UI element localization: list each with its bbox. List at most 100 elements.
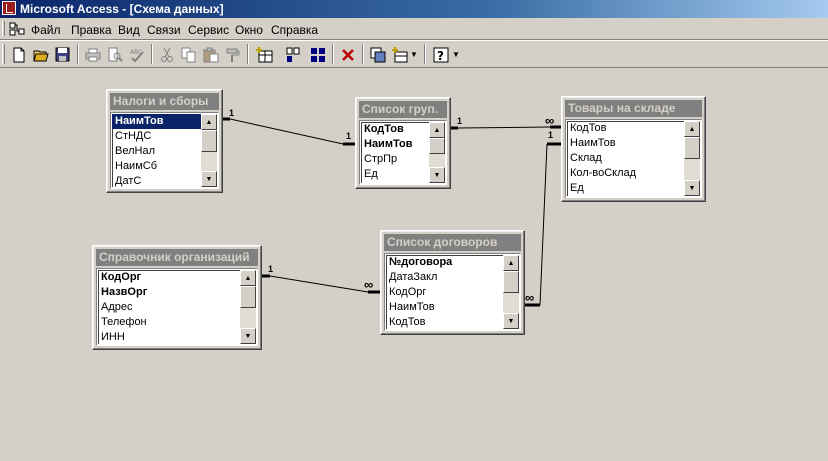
office-links-icon[interactable] [367, 44, 388, 65]
cardinality-label: ∞ [525, 290, 535, 305]
table-field[interactable]: Адрес [101, 301, 133, 313]
scroll-down-icon[interactable]: ▼ [201, 171, 217, 187]
table-title[interactable]: Товары на складе [565, 100, 702, 117]
save-icon[interactable] [52, 44, 73, 65]
help-dropdown-icon[interactable]: ▼ [452, 50, 460, 59]
format-painter-icon[interactable] [222, 44, 243, 65]
svg-text:?: ? [437, 49, 444, 63]
svg-text:ABC: ABC [130, 49, 142, 56]
table-field[interactable]: Кол-воСклад [570, 167, 637, 179]
scroll-thumb[interactable] [684, 137, 700, 159]
title-bar: Microsoft Access - [Схема данных] [0, 0, 828, 18]
table-field[interactable]: ИНН [101, 331, 125, 343]
access-icon[interactable] [2, 1, 16, 15]
show-direct-icon[interactable] [282, 44, 303, 65]
new-object-dropdown-icon[interactable]: ▼ [410, 50, 418, 59]
table-field[interactable]: №договора [389, 256, 453, 268]
menu-tools[interactable]: Сервис [188, 23, 230, 37]
table-field[interactable]: СтрПр [364, 153, 398, 165]
vertical-scrollbar[interactable]: ▲ ▼ [684, 121, 700, 196]
scroll-down-icon[interactable]: ▼ [684, 180, 700, 196]
table-field[interactable]: ДатаЗакл [389, 271, 438, 283]
print-icon[interactable] [82, 44, 103, 65]
show-table-icon[interactable] [254, 44, 275, 65]
table-field[interactable]: КодОрг [389, 286, 427, 298]
table-title[interactable]: Налоги и сборы [110, 93, 219, 110]
scroll-up-icon[interactable]: ▲ [240, 270, 256, 286]
table-title[interactable]: Список договоров [384, 234, 521, 251]
table-field[interactable]: КодОрг [101, 271, 142, 283]
table-field[interactable]: ВелНал [115, 145, 155, 157]
vertical-scrollbar[interactable]: ▲ ▼ [201, 114, 217, 187]
vertical-scrollbar[interactable]: ▲ ▼ [240, 270, 256, 344]
table-field[interactable]: Телефон [101, 316, 147, 328]
vertical-scrollbar[interactable]: ▲ ▼ [429, 122, 445, 183]
toolbar: ABC ▼ ? ▼ [0, 40, 828, 68]
toolbar-grip[interactable] [2, 44, 5, 64]
table-field[interactable]: КодТов [570, 122, 607, 134]
scroll-up-icon[interactable]: ▲ [684, 121, 700, 137]
table-field[interactable]: СтНДС [115, 130, 152, 142]
menu-relationships[interactable]: Связи [147, 23, 181, 37]
table-field[interactable]: Склад [570, 152, 602, 164]
scroll-down-icon[interactable]: ▼ [503, 313, 519, 329]
scroll-up-icon[interactable]: ▲ [201, 114, 217, 130]
table-field[interactable]: НаимТов [389, 301, 435, 313]
print-preview-icon[interactable] [104, 44, 125, 65]
scroll-down-icon[interactable]: ▼ [240, 328, 256, 344]
menu-grip[interactable] [2, 21, 5, 36]
scroll-thumb[interactable] [240, 286, 256, 308]
table-field[interactable]: Ед [364, 168, 378, 180]
table-title[interactable]: Список груп. [359, 101, 447, 118]
menu-window[interactable]: Окно [235, 23, 263, 37]
menu-edit[interactable]: Правка [71, 23, 112, 37]
table-field[interactable]: НаимТов [570, 137, 616, 149]
cardinality-label: 1 [268, 264, 274, 274]
table-title[interactable]: Справочник организаций [96, 249, 258, 266]
new-icon[interactable] [8, 44, 29, 65]
scroll-thumb[interactable] [201, 130, 217, 152]
menu-bar: Файл Правка Вид Связи Сервис Окно Справк… [0, 18, 828, 40]
copy-icon[interactable] [178, 44, 199, 65]
scroll-thumb[interactable] [503, 271, 519, 293]
menu-view[interactable]: Вид [118, 23, 140, 37]
table-field[interactable]: НаимТов [364, 138, 413, 150]
menu-help[interactable]: Справка [271, 23, 319, 37]
table-field[interactable]: НаимТов [112, 114, 201, 129]
show-all-icon[interactable] [307, 44, 328, 65]
table-field[interactable]: НазвОрг [101, 286, 148, 298]
scroll-down-icon[interactable]: ▼ [429, 167, 445, 183]
table-field[interactable]: ДатС [115, 175, 142, 187]
relationships-window-icon[interactable] [9, 22, 25, 36]
scroll-up-icon[interactable]: ▲ [503, 255, 519, 271]
cut-icon[interactable] [156, 44, 177, 65]
scroll-up-icon[interactable]: ▲ [429, 122, 445, 138]
new-object-icon[interactable] [389, 44, 410, 65]
help-icon[interactable]: ? [430, 44, 451, 65]
table-field[interactable]: Ед [570, 182, 584, 194]
table-field[interactable]: КодТов [364, 123, 404, 135]
delete-icon[interactable] [337, 44, 358, 65]
paste-icon[interactable] [200, 44, 221, 65]
table-field[interactable]: КодТов [389, 316, 426, 328]
table-field[interactable]: НаимСб [115, 160, 158, 172]
menu-file[interactable]: Файл [31, 23, 61, 37]
cardinality-label: 1 [229, 108, 235, 118]
open-icon[interactable] [30, 44, 51, 65]
spelling-icon[interactable]: ABC [126, 44, 147, 65]
scroll-thumb[interactable] [429, 138, 445, 154]
vertical-scrollbar[interactable]: ▲ ▼ [503, 255, 519, 329]
